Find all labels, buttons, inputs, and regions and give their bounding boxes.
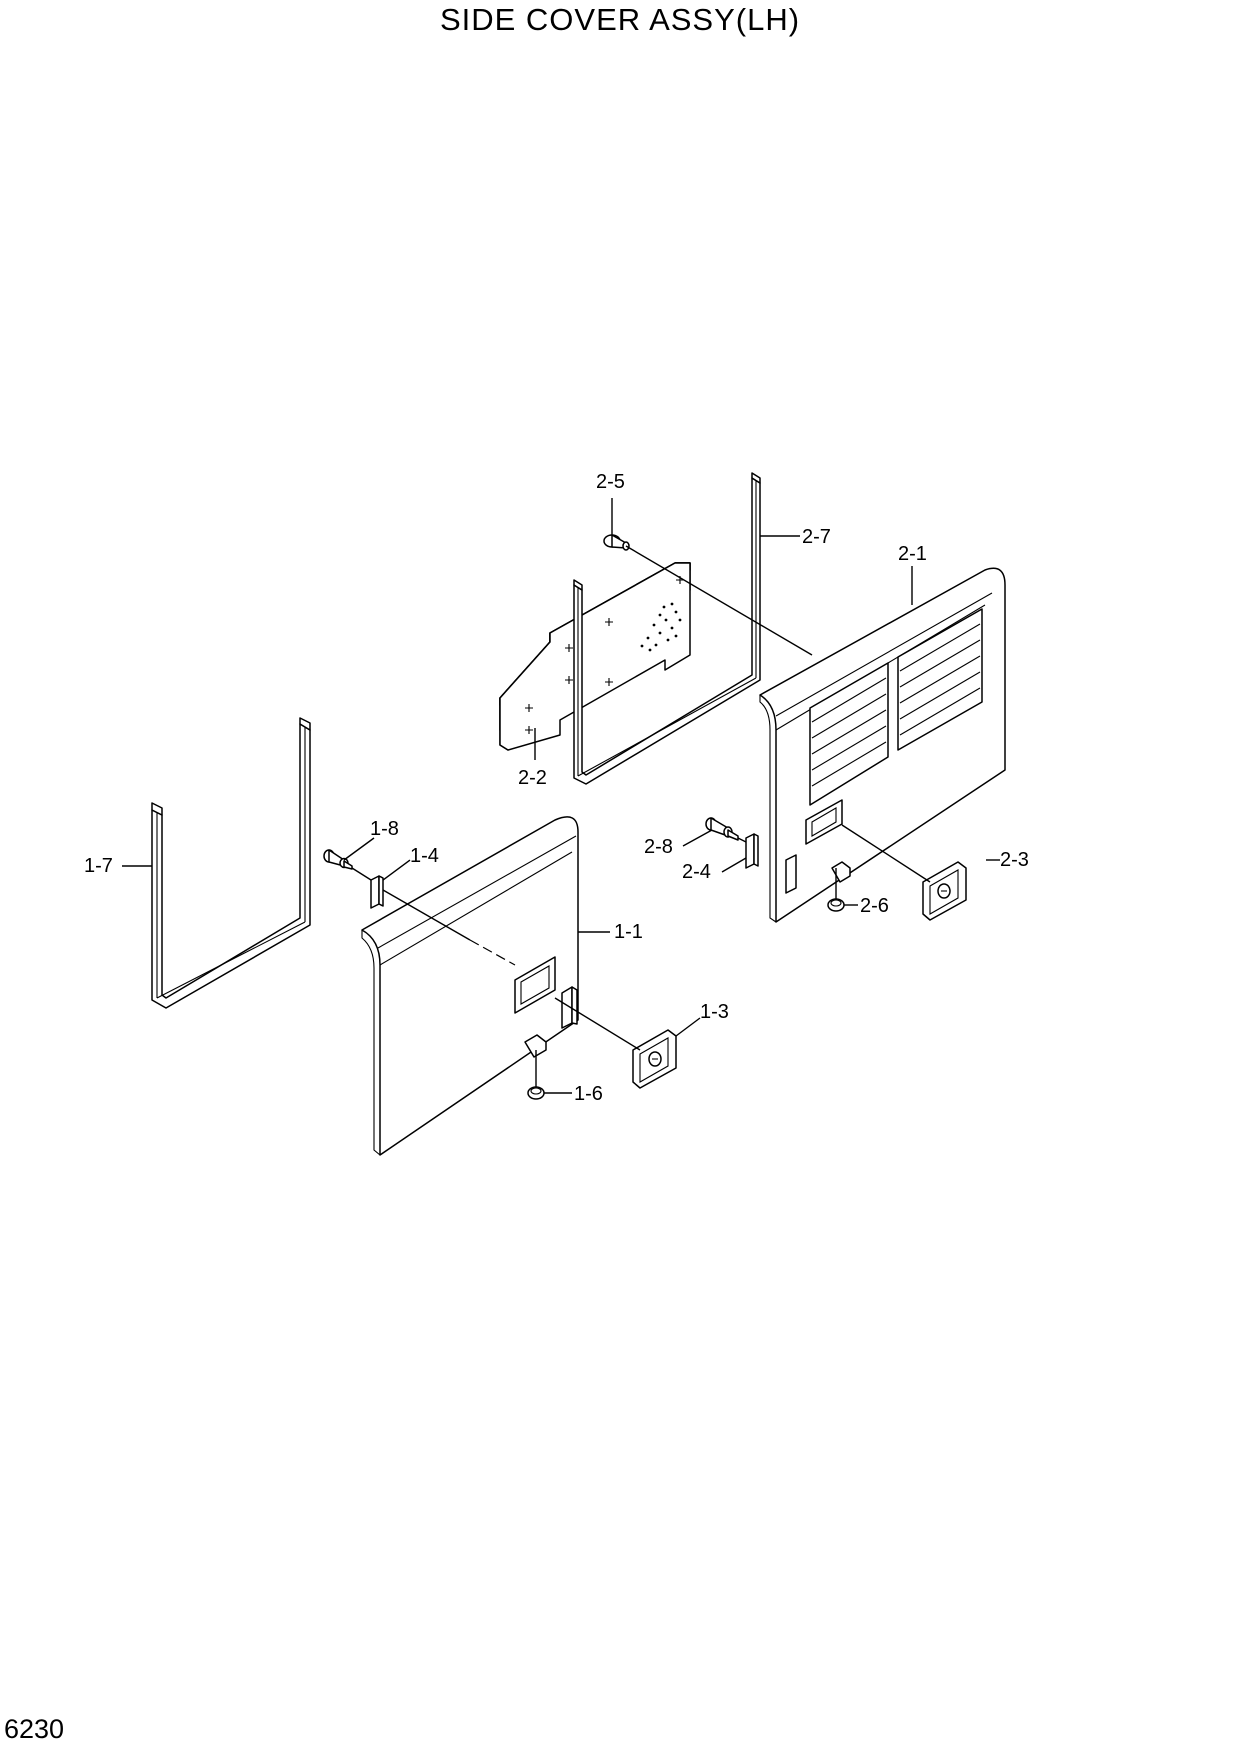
part-2-8-bolt	[705, 817, 739, 841]
part-2-1-rear-cover-panel	[759, 567, 1006, 923]
part-2-7-seal	[573, 472, 761, 785]
part-1-8-bolt	[323, 849, 353, 870]
part-2-2-insulation-pad	[499, 562, 691, 751]
callout-1-4: 1-4	[410, 845, 439, 867]
callout-leaders	[122, 498, 1000, 1094]
callout-2-3: 2-3	[1000, 849, 1029, 871]
part-1-3-lock	[632, 1029, 677, 1089]
part-1-6-grommet	[527, 1086, 545, 1100]
part-1-7-seal	[151, 717, 311, 1009]
part-2-5-pin	[603, 534, 630, 551]
callout-2-5: 2-5	[596, 471, 625, 493]
callout-2-8: 2-8	[644, 836, 673, 858]
callout-1-3: 1-3	[700, 1001, 729, 1023]
callout-2-2: 2-2	[518, 767, 547, 789]
callout-1-6: 1-6	[574, 1083, 603, 1105]
callout-2-1: 2-1	[898, 543, 927, 565]
part-1-1-front-cover-panel	[361, 816, 579, 1156]
part-2-3-lock	[922, 861, 967, 921]
part-1-4-striker	[370, 875, 384, 909]
page-number: 6230	[4, 1714, 65, 1744]
callout-1-7: 1-7	[84, 855, 113, 877]
callout-2-4: 2-4	[682, 861, 711, 883]
part-2-6-grommet	[827, 898, 845, 912]
callout-1-1: 1-1	[614, 921, 643, 943]
callout-2-6: 2-6	[860, 895, 889, 917]
diagram-title: SIDE COVER ASSY(LH)	[439, 2, 801, 37]
callout-2-7: 2-7	[802, 526, 831, 548]
callout-1-8: 1-8	[370, 818, 399, 840]
assembly-lines	[351, 545, 931, 1087]
callout-labels: 2-5 2-7 2-1 2-2 2-8 2-4 2-3 2-6 1-7 1-8 …	[84, 471, 1029, 1105]
part-2-4-striker	[745, 833, 759, 869]
